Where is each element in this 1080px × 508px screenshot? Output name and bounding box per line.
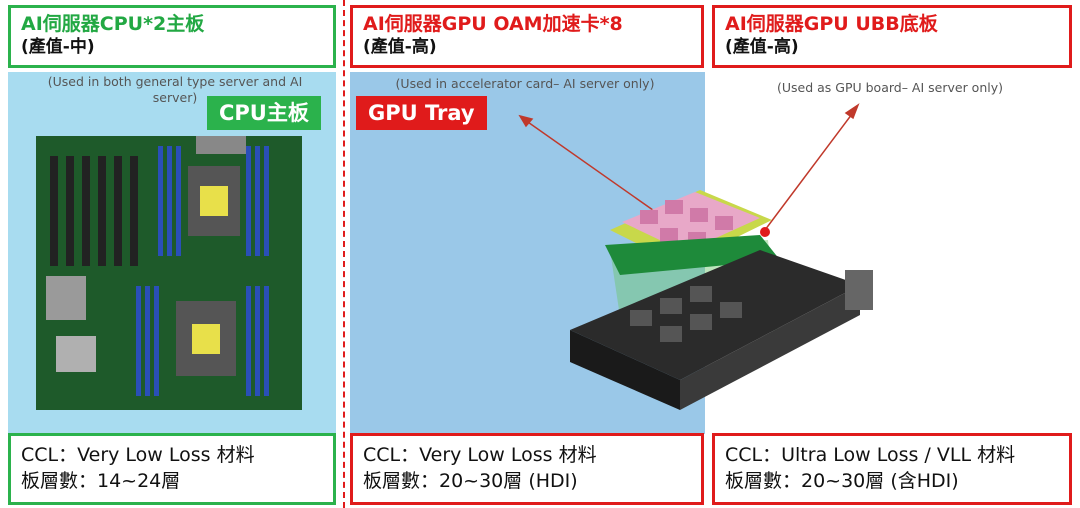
gpu-ubb-usage-note: (Used as GPU board– AI server only) [776,80,1004,95]
gpu-ubb-spec-box: CCL：Ultra Low Loss / VLL 材料 板層數：20~30層 (… [712,433,1072,505]
gpu-oam-usage-note: (Used in accelerator card– AI server onl… [395,76,655,91]
section-divider [343,0,345,508]
gpu-oam-subtitle: (產值-高) [363,37,437,57]
controller-chip [56,336,96,372]
cpu-socket-1 [188,166,240,236]
cpu-title-box: AI伺服器CPU*2主板 (產值-中) [8,5,336,68]
gpu-tray-tag: GPU Tray [356,96,487,130]
gpu-ubb-title: AI伺服器GPU UBB底板 [725,13,938,35]
ubb-board [605,235,780,275]
gpu-oam-title-box: AI伺服器GPU OAM加速卡*8 (產值-高) [350,5,704,68]
gpu-oam-title: AI伺服器GPU OAM加速卡*8 [363,13,623,35]
cpu-board-tag: CPU主板 [207,96,321,130]
cpu-socket-2 [176,301,236,376]
gpu-ubb-ccl-spec: CCL：Ultra Low Loss / VLL 材料 [725,444,1016,466]
ubb-marker [760,227,770,237]
gpu-oam-spec-box: CCL：Very Low Loss 材料 板層數：20~30層 (HDI) [350,433,704,505]
cpu-ccl-spec: CCL：Very Low Loss 材料 [21,444,255,466]
server-chassis [570,250,873,410]
cpu-title: AI伺服器CPU*2主板 [21,13,205,35]
gpu-server-image [518,103,873,410]
cpu-subtitle: (產值-中) [21,37,95,57]
gpu-ubb-title-box: AI伺服器GPU UBB底板 (產值-高) [712,5,1072,68]
io-ports [196,136,246,154]
gpu-oam-layer-spec: 板層數：20~30層 (HDI) [363,470,578,492]
cpu-usage-note: (Used in both general type server and AI… [47,74,303,105]
cpu-layer-spec: 板層數：14~24層 [21,470,181,492]
chipset-heatsink [46,276,86,320]
pcie-slots [50,156,138,266]
pointer-arrows [518,103,860,231]
cpu-spec-box: CCL：Very Low Loss 材料 板層數：14~24層 [8,433,336,505]
cpu-motherboard-image [36,136,302,410]
gpu-ubb-subtitle: (產值-高) [725,37,799,57]
gpu-oam-ccl-spec: CCL：Very Low Loss 材料 [363,444,597,466]
ram-slots [136,146,269,396]
gpu-ubb-layer-spec: 板層數：20~30層 (含HDI) [725,470,959,492]
